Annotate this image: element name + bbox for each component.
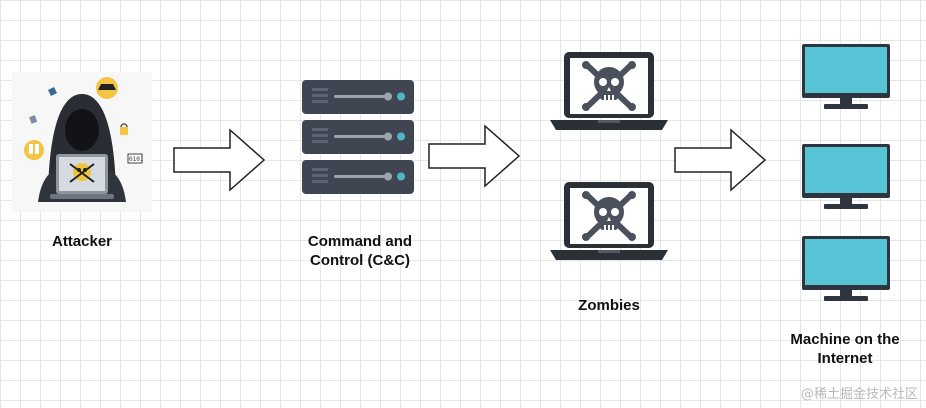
cnc-label: Command and Control (C&C) [307, 233, 413, 269]
internet-monitor-3 [800, 234, 892, 304]
arrow-right-icon [674, 128, 767, 192]
cnc-node [300, 78, 420, 198]
internet-monitor-1 [800, 42, 892, 112]
attacker-node: 0101 [12, 72, 152, 212]
arrow-right-icon [173, 128, 266, 192]
zombie-laptop-2 [548, 178, 670, 264]
laptop-skull-icon [550, 52, 668, 130]
monitor-icon [802, 144, 890, 209]
arrow-right-icon [428, 124, 521, 188]
monitor-icon [802, 236, 890, 301]
internet-monitor-2 [800, 142, 892, 212]
server-rack-icon [302, 80, 414, 194]
laptop-skull-icon [550, 182, 668, 260]
hooded-attacker-icon: 0101 [12, 72, 152, 212]
monitor-icon [802, 44, 890, 109]
svg-text:0101: 0101 [129, 156, 144, 163]
attacker-label: Attacker [51, 233, 113, 250]
zombie-laptop-1 [548, 48, 670, 134]
zombies-label: Zombies [578, 297, 640, 314]
watermark: @稀土掘金技术社区 [800, 387, 918, 402]
machines-label: Machine on the Internet [790, 331, 900, 367]
